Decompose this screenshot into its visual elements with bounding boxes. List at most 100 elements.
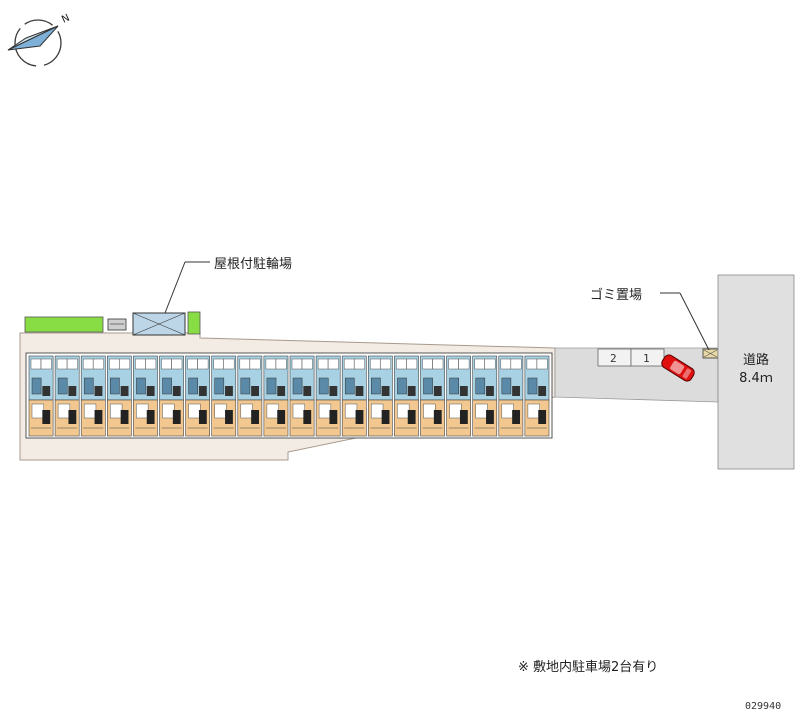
unit-room — [214, 403, 227, 419]
unit-balcony — [396, 358, 407, 370]
unit-balcony — [291, 358, 303, 370]
unit-door — [381, 410, 390, 424]
unit-kitchen — [136, 377, 146, 395]
apartment-unit — [211, 355, 237, 437]
unit-stair — [42, 386, 51, 396]
unit-kitchen — [188, 377, 198, 395]
unit-balcony — [109, 358, 120, 370]
unit-kitchen — [344, 377, 355, 395]
unit-stair — [68, 386, 77, 396]
apartment-unit — [54, 355, 80, 437]
unit-room — [527, 403, 540, 419]
unit-door — [225, 410, 233, 424]
unit-balcony — [474, 358, 485, 370]
road-label: 道路 — [743, 352, 769, 368]
bike-parking-label: 屋根付駐輪場 — [214, 256, 292, 272]
unit-kitchen — [527, 377, 538, 395]
unit-kitchen — [423, 377, 433, 395]
unit-balcony — [161, 358, 172, 370]
unit-stair — [407, 386, 416, 396]
unit-door — [172, 410, 181, 424]
unit-balcony-2 — [145, 358, 157, 370]
apartment-unit — [341, 355, 367, 437]
parking-space-1-number: 1 — [643, 352, 650, 365]
apartment-unit — [315, 355, 341, 437]
apartment-unit — [420, 355, 445, 437]
unit-room — [136, 403, 149, 419]
unit-stair — [146, 386, 155, 396]
apartment-unit — [498, 355, 524, 437]
apartment-unit — [524, 355, 550, 437]
north-letter: N — [60, 13, 71, 26]
unit-stair — [225, 386, 233, 396]
unit-balcony-2 — [380, 358, 392, 370]
unit-kitchen — [214, 377, 225, 395]
compass-icon — [7, 19, 62, 67]
unit-balcony — [30, 358, 42, 370]
unit-room — [110, 403, 123, 419]
unit-door — [303, 410, 312, 424]
unit-balcony-2 — [301, 358, 313, 370]
unit-room — [31, 403, 44, 419]
unit-stair — [512, 386, 520, 396]
unit-kitchen — [501, 377, 512, 395]
unit-stair — [172, 386, 181, 396]
unit-door — [94, 410, 103, 424]
unit-stair — [251, 386, 259, 396]
unit-balcony — [265, 358, 277, 370]
unit-stair — [303, 386, 312, 396]
road-width: 8.4ｍ — [739, 371, 773, 386]
unit-balcony-2 — [40, 358, 52, 370]
unit-room — [344, 403, 358, 419]
unit-balcony — [213, 358, 224, 370]
unit-room — [371, 403, 384, 419]
unit-door — [355, 410, 364, 424]
unit-room — [162, 403, 175, 419]
apartment-building — [25, 352, 553, 439]
grass-strip-right — [187, 311, 201, 335]
garbage-label: ゴミ置場 — [590, 287, 642, 303]
unit-door — [120, 410, 129, 424]
unit-kitchen — [266, 377, 277, 395]
unit-kitchen — [240, 377, 251, 395]
unit-balcony — [187, 358, 198, 370]
apartment-unit — [472, 355, 498, 437]
unit-balcony-2 — [458, 358, 470, 370]
unit-kitchen — [110, 377, 120, 395]
unit-stair — [538, 386, 547, 396]
apartment-unit — [107, 355, 132, 437]
apartment-unit — [133, 355, 158, 437]
unit-door — [459, 410, 468, 424]
garbage-leader — [679, 292, 710, 351]
unit-room — [397, 403, 410, 419]
unit-room — [292, 403, 305, 419]
unit-balcony-2 — [354, 358, 365, 370]
unit-balcony — [370, 358, 381, 370]
unit-door — [512, 410, 520, 424]
unit-door — [538, 410, 547, 424]
unit-balcony — [343, 358, 355, 370]
unit-door — [486, 410, 494, 424]
unit-room — [475, 403, 488, 419]
unit-room — [266, 403, 279, 419]
apartment-unit — [159, 355, 184, 437]
unit-room — [188, 403, 201, 419]
unit-kitchen — [31, 377, 42, 395]
unit-kitchen — [449, 377, 459, 395]
unit-balcony-2 — [249, 358, 261, 370]
bike-rack — [107, 318, 127, 331]
unit-stair — [198, 386, 207, 396]
unit-balcony-2 — [275, 358, 287, 370]
property-code: 029940 — [745, 701, 781, 712]
unit-door — [198, 410, 207, 424]
apartment-unit — [80, 355, 106, 437]
parking-space-2-number: 2 — [610, 352, 617, 365]
unit-door — [329, 410, 338, 424]
unit-kitchen — [57, 377, 68, 395]
unit-room — [57, 403, 71, 419]
unit-balcony-2 — [66, 358, 78, 370]
grass-strip — [24, 316, 104, 333]
unit-door — [42, 410, 51, 424]
unit-room — [501, 403, 514, 419]
